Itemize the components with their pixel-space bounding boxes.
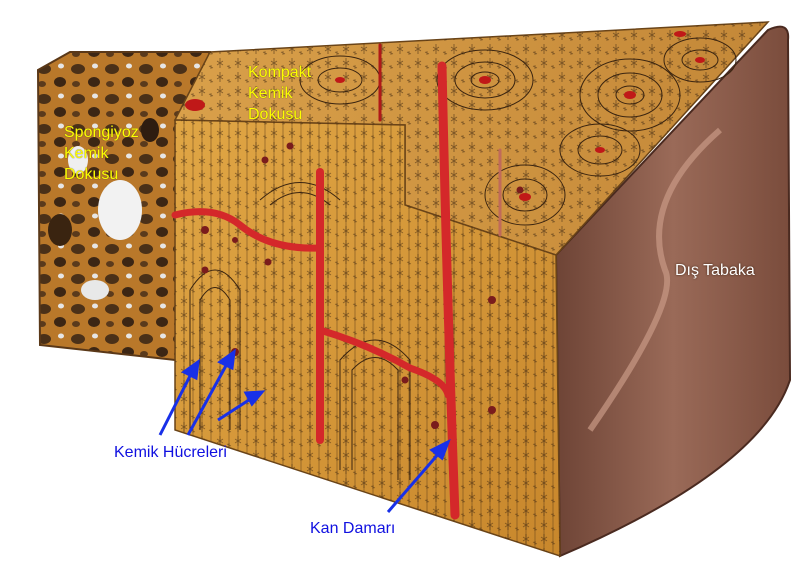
label-compact-line-2: Kemik bbox=[248, 83, 311, 104]
label-bone-cells: Kemik Hücreleri bbox=[114, 442, 227, 463]
label-spongy-line-3: Dokusu bbox=[64, 164, 139, 185]
label-spongy-line-1: Spongiyoz bbox=[64, 122, 139, 143]
label-outer-layer: Dış Tabaka bbox=[675, 260, 755, 281]
label-compact-bone: Kompakt Kemik Dokusu bbox=[248, 62, 311, 125]
label-blood-vessel: Kan Damarı bbox=[310, 518, 395, 539]
label-spongy-bone: Spongiyoz Kemik Dokusu bbox=[64, 122, 139, 185]
label-compact-line-1: Kompakt bbox=[248, 62, 311, 83]
label-spongy-line-2: Kemik bbox=[64, 143, 139, 164]
label-compact-line-3: Dokusu bbox=[248, 104, 311, 125]
